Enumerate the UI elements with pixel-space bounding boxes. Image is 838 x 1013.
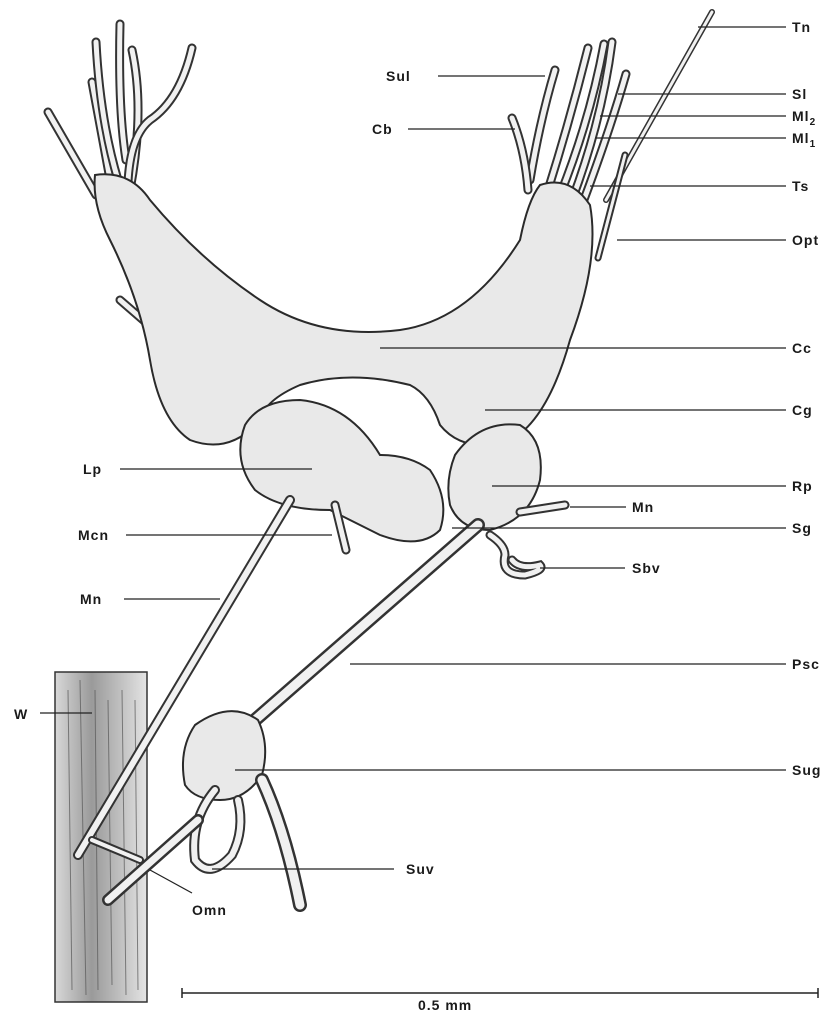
psc-connective: [255, 525, 478, 720]
label-psc: Psc: [792, 656, 820, 672]
label-ml1-sub: 1: [810, 139, 817, 150]
label-cb: Cb: [372, 121, 393, 137]
label-lp: Lp: [83, 461, 102, 477]
label-ml1-base: Ml: [792, 130, 810, 146]
label-ml1: Ml1: [792, 130, 816, 150]
label-sg: Sg: [792, 520, 812, 536]
scale-bar-label: 0.5 mm: [418, 997, 472, 1013]
label-sug: Sug: [792, 762, 821, 778]
label-ml2-base: Ml: [792, 108, 810, 124]
label-suv: Suv: [406, 861, 435, 877]
label-mn-right: Mn: [632, 499, 654, 515]
label-opt: Opt: [792, 232, 819, 248]
label-omn: Omn: [192, 902, 227, 918]
label-cg: Cg: [792, 402, 813, 418]
label-tn: Tn: [792, 19, 811, 35]
label-cc: Cc: [792, 340, 812, 356]
label-mcn: Mcn: [78, 527, 109, 543]
scale-bar: 0.5 mm: [182, 988, 818, 1013]
cerebral-commissure: [95, 174, 593, 446]
label-ts: Ts: [792, 178, 809, 194]
label-sul: Sul: [386, 68, 411, 84]
label-sl: Sl: [792, 86, 807, 102]
muscle-strip: [55, 672, 147, 1002]
supraintestinal-ganglion: [183, 711, 265, 800]
suv-vessel: [194, 780, 300, 905]
sbv-vessel: [490, 535, 541, 575]
label-mn-left: Mn: [80, 591, 102, 607]
label-ml2-sub: 2: [810, 117, 817, 128]
label-w: W: [14, 706, 28, 722]
label-ml2: Ml2: [792, 108, 816, 128]
label-rp: Rp: [792, 478, 813, 494]
label-sbv: Sbv: [632, 560, 661, 576]
